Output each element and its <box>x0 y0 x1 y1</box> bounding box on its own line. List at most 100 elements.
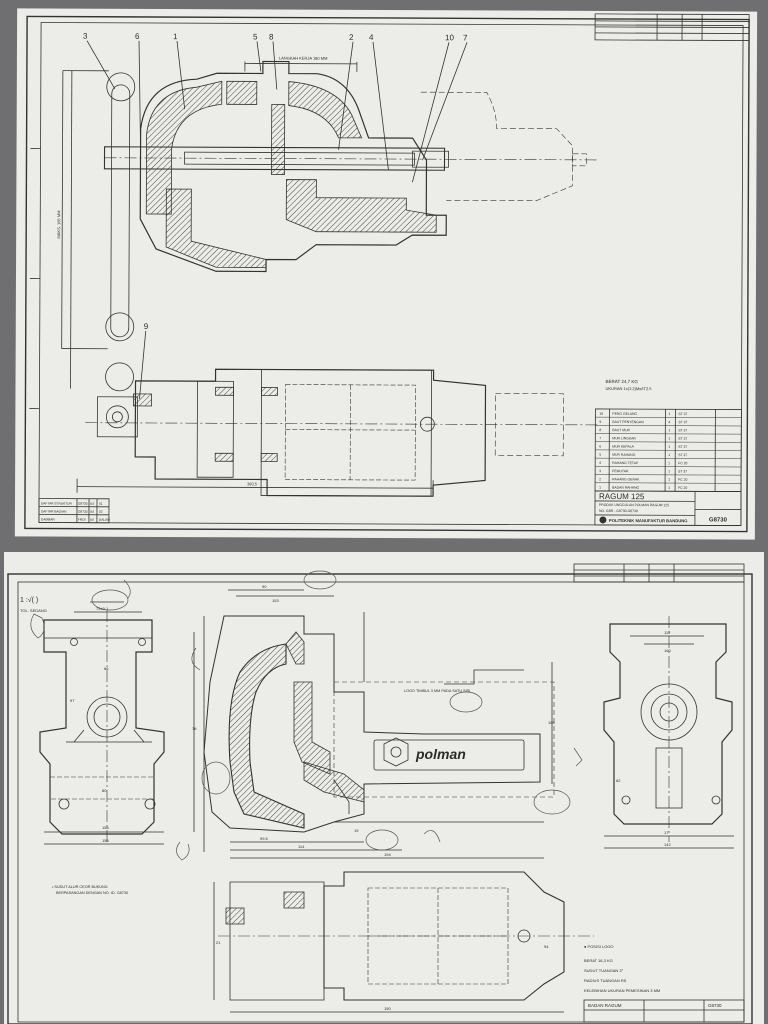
parts-cell-material: ST 37 <box>678 453 687 457</box>
spec-weight: BERAT 16,3 KG <box>584 958 613 963</box>
dimension-label: 142 <box>664 842 671 847</box>
parts-cell-name: RAHANG TETAP <box>612 461 639 465</box>
part-drawing-sheet: 1 :√( ) TOL. SEDANG polman LOGO TIMBUL 3… <box>4 552 764 1024</box>
dimension-label: 99.5 <box>260 836 269 841</box>
parts-cell-material: ST 37 <box>678 445 687 449</box>
balloon-5: 5 <box>253 32 258 41</box>
parts-cell-no: 4 <box>599 461 601 465</box>
part-title: BADAN RAGUM <box>588 1003 622 1008</box>
parts-row-divider <box>595 490 742 492</box>
dimension-label: 112 <box>664 630 671 635</box>
parts-cell-name: PENG GELANG <box>612 412 637 416</box>
parts-row-divider <box>595 425 742 427</box>
assembly-drawing: 3 6 1 5 8 2 4 10 7 9 LANGKAH KERJA 180 M… <box>24 13 750 533</box>
spec-machining-allowance: KELEBIHAN UKURAN PEMESINAN 3 MM <box>584 988 660 993</box>
parts-row-divider <box>595 474 742 476</box>
balloon-4: 4 <box>369 33 374 42</box>
drawing-title: RAGUM 125 <box>599 492 645 501</box>
parts-cell-no: 8 <box>599 428 601 432</box>
dimension-label: 160 <box>664 648 671 653</box>
parts-cell-name: BADAN RAHANG <box>612 486 640 490</box>
balloon-2: 2 <box>349 33 354 42</box>
parts-cell-no: 6 <box>599 445 601 449</box>
parts-cell-material: ST 37 <box>678 420 687 424</box>
balloon-1: 1 <box>173 32 178 41</box>
parts-cell-no: 10 <box>599 412 603 416</box>
parts-cell-no: 2 <box>599 477 601 481</box>
balloon-8: 8 <box>269 32 274 41</box>
parts-cell-qty: 1 <box>668 453 670 457</box>
parts-cell-qty: 1 <box>668 469 670 473</box>
assembly-drawing-sheet: 3 6 1 5 8 2 4 10 7 9 LANGKAH KERJA 180 M… <box>14 8 758 540</box>
drawing-code: G8730 <box>709 517 728 523</box>
parts-cell-qty: 1 <box>668 445 670 449</box>
parts-cell-qty: 1 <box>668 412 670 416</box>
parts-cell-name: MUR LINGKAR <box>612 436 636 440</box>
part-drawing: 1 :√( ) TOL. SEDANG polman LOGO TIMBUL 3… <box>7 563 753 1024</box>
dimension-label: 17 <box>664 830 669 835</box>
parts-row-divider <box>595 433 742 435</box>
dimension-label: 19 <box>354 828 359 833</box>
dimension-label: 150 <box>384 1006 391 1011</box>
parts-cell-no: 7 <box>599 436 601 440</box>
left-table-cell: A3 <box>90 518 94 522</box>
balloon-9: 9 <box>144 322 149 331</box>
dimension-label: 76 <box>192 726 197 731</box>
company-name: POLITEKNIK MANUFAKTUR BANDUNG <box>609 518 688 523</box>
left-table-cell: FROI <box>78 518 86 522</box>
tolerance-note: TOL. SEDANG <box>20 608 47 613</box>
groove-note-line2: BERPASANGAN DENGAN NO. ID. G8730 <box>56 891 128 895</box>
overall-dimension: 393,5 <box>247 481 258 486</box>
drawing-subtitle: PRODUK UNGGULAN POLMAN RAGUM 125 <box>599 503 669 507</box>
parts-cell-qty: 1 <box>668 461 670 465</box>
logo-note: LOGO TIMBUL 3 MM PADA SATU SISI <box>404 689 470 693</box>
parts-row-divider <box>595 457 742 460</box>
weight-note: BERAT 24,7 KG <box>606 379 639 384</box>
polman-logo: polman <box>415 746 466 762</box>
parts-cell-name: MUR RAHANG <box>612 453 636 457</box>
dimension-label: 90 <box>262 584 267 589</box>
parts-row-divider <box>595 482 742 484</box>
spec-cast-radius: RADIUS TUANGAN R5 <box>584 978 627 983</box>
parts-cell-name: BAUT MUR <box>612 428 630 432</box>
stroke-dimension: LANGKAH KERJA 180 MM <box>279 56 327 61</box>
dimension-label: 62 <box>616 778 621 783</box>
left-table-cell: G8730 <box>78 510 88 514</box>
balloon-7: 7 <box>463 33 468 42</box>
left-table-cell: 01 <box>99 502 103 506</box>
parts-cell-material: ST 37 <box>678 428 687 432</box>
size-note: UKURAN 1x(1:2)Mx/IT2.5 <box>605 386 652 391</box>
dimension-label: 80 <box>102 788 107 793</box>
parts-cell-name: RAHANG GERAK <box>612 477 640 481</box>
polman-emblem-icon <box>599 516 607 524</box>
dimension-label: 86 <box>104 666 109 671</box>
dimension-label: 75±0,1 <box>96 606 109 611</box>
parts-cell-material: ST 37 <box>678 469 687 473</box>
groove-note-line1: • SUDUT ALUR CEOR BUKUNG <box>52 885 108 889</box>
parts-cell-qty: 1 <box>668 478 670 482</box>
balloon-3: 3 <box>83 32 88 41</box>
dimension-label: 165 <box>548 720 555 725</box>
balloon-10: 10 <box>445 33 454 42</box>
parts-cell-material: ST 37 <box>678 437 687 441</box>
dimension-label: 94 <box>544 944 549 949</box>
part-code: G8730 <box>708 1003 722 1008</box>
parts-cell-qty: 4 <box>668 420 670 424</box>
left-table-cell: GAMBAR <box>41 517 56 521</box>
spec-logo-position: ● POSISI LOGO <box>584 944 614 949</box>
parts-cell-no: 5 <box>599 453 601 457</box>
parts-cell-material: FC 20 <box>678 478 687 482</box>
left-table-cell: A3 <box>90 502 94 506</box>
dimension-label: 114 <box>298 844 305 849</box>
parts-cell-qty: 1 <box>668 437 670 441</box>
spec-draft-angle: SUDUT TUANGAN 3° <box>584 968 624 973</box>
left-table-cell: A3 <box>90 510 94 514</box>
side-dimension: MAKS. 165 MM <box>56 211 61 239</box>
parts-cell-name: BAUT PENYENGAN <box>612 420 644 424</box>
surface-finish-note: 1 :√( ) <box>20 596 38 604</box>
balloon-6: 6 <box>135 32 140 41</box>
parts-cell-no: 9 <box>599 420 601 424</box>
parts-cell-material: FC 20 <box>678 461 687 465</box>
dimension-label: 153 <box>272 598 279 603</box>
left-table-cell: 02 <box>99 510 103 514</box>
